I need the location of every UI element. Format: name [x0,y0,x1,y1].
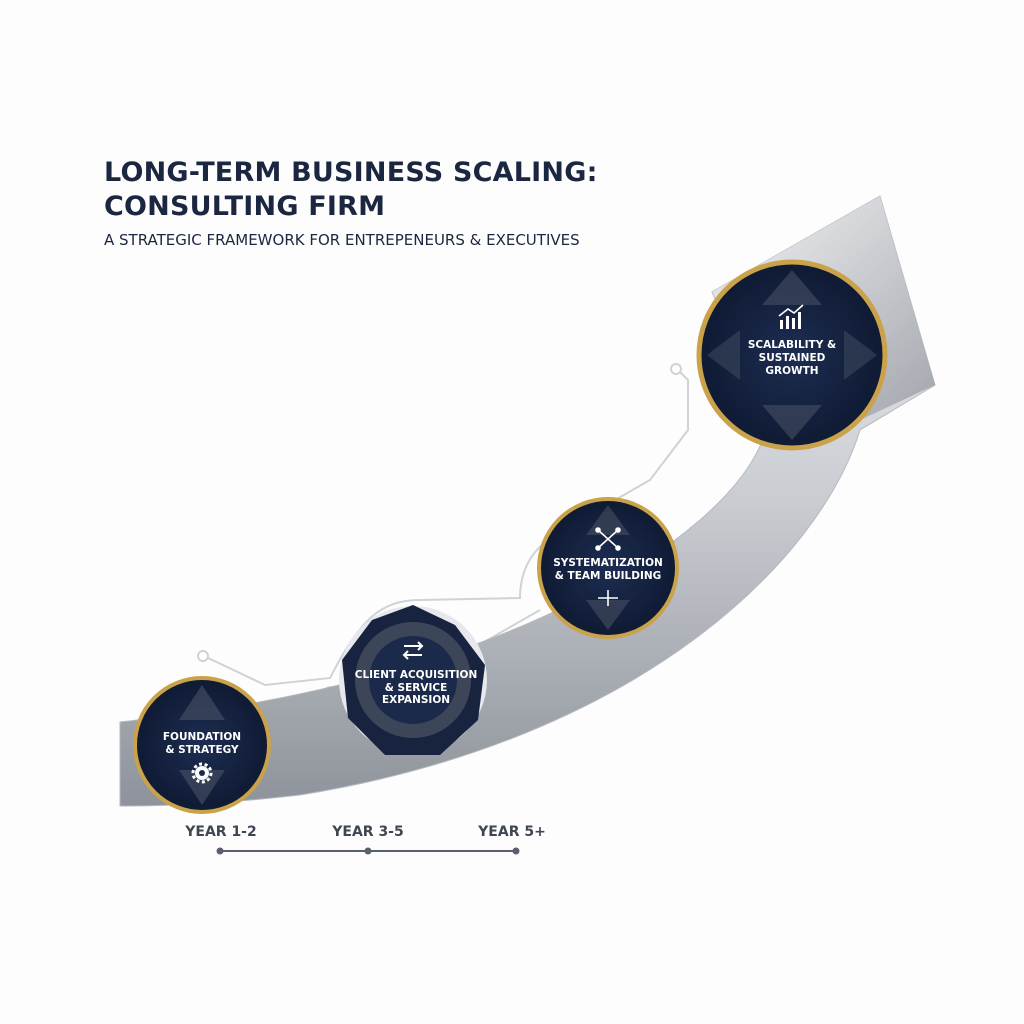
stage-2-badge[interactable]: CLIENT ACQUISITION & SERVICE EXPANSION [339,605,487,755]
timeline-label-3: YEAR 5+ [477,824,546,840]
swap-arrows-icon [402,641,424,660]
stage-2-line-1: CLIENT ACQUISITION [355,669,478,681]
stage-4-line-1: SCALABILITY & [748,339,836,351]
timeline-label-1: YEAR 1-2 [184,824,256,840]
stage-4-badge[interactable]: SCALABILITY & SUSTAINED GROWTH [696,259,888,451]
bar-chart-growth-icon [778,304,804,329]
stage-3-line-1: SYSTEMATIZATION [553,557,663,569]
subtitle: A STRATEGIC FRAMEWORK FOR ENTREPENEURS &… [104,231,580,249]
stage-2-line-2: & SERVICE [385,682,448,694]
timeline-label-2: YEAR 3-5 [331,824,403,840]
page-title: LONG-TERM BUSINESS SCALING: CONSULTING F… [104,156,598,224]
stage-1-line-2: & STRATEGY [165,744,239,756]
network-icon [595,527,621,551]
stage-1-badge[interactable]: FOUNDATION & STRATEGY [133,676,271,814]
title-line-1: LONG-TERM BUSINESS SCALING: [104,157,598,188]
move-arrows-icon [598,590,618,606]
stage-4-line-2: SUSTAINED [759,352,826,364]
stage-2-line-3: EXPANSION [382,694,450,706]
title-line-2: CONSULTING FIRM [104,191,386,222]
stage-3-badge[interactable]: SYSTEMATIZATION & TEAM BUILDING [537,497,679,639]
stage-3-line-2: & TEAM BUILDING [555,570,662,582]
gear-icon [191,762,213,784]
stage-4-line-3: GROWTH [765,365,818,377]
timeline: YEAR 1-2 YEAR 3-5 YEAR 5+ [184,824,546,855]
stage-1-line-1: FOUNDATION [163,731,241,743]
